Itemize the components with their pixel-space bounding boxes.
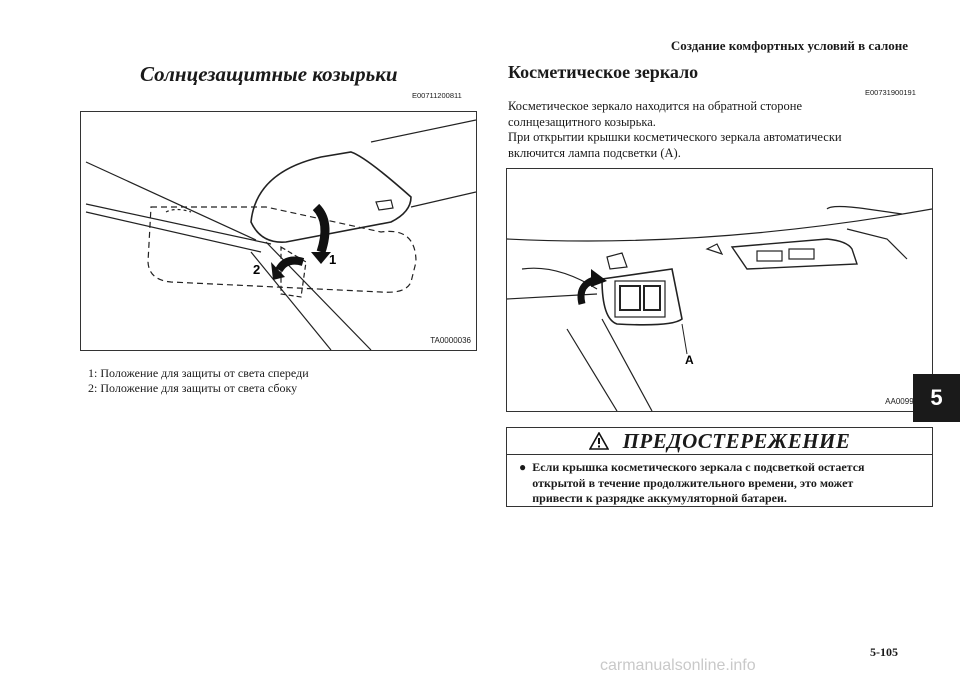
warning-line: Если крышка косметического зеркала с под…: [532, 460, 865, 474]
vanity-mirror-text: Косметическое зеркало находится на обрат…: [508, 99, 908, 161]
figure-label-2: 2: [253, 262, 260, 277]
figure-code: TA0000036: [430, 336, 471, 345]
warning-line: привести к разрядке аккумуляторной батар…: [532, 491, 787, 505]
figure-captions: 1: Положение для защиты от света спереди…: [88, 366, 309, 396]
page-number: 5-105: [870, 645, 898, 659]
text-line: солнцезащитного козырька.: [508, 114, 656, 129]
chapter-tab: 5: [913, 374, 960, 422]
warning-box: ПРЕДОСТЕРЕЖЕНИЕ ● Если крышка косметичес…: [506, 427, 933, 507]
page-header: Создание комфортных условий в салоне: [670, 38, 908, 53]
text-line: При открытии крышки косметического зерка…: [508, 130, 842, 144]
warning-triangle-icon: [588, 432, 609, 450]
bullet-icon: ●: [519, 460, 527, 474]
warning-header: ПРЕДОСТЕРЕЖЕНИЕ: [507, 428, 932, 455]
figure-code: AA0099473: [885, 397, 927, 406]
warning-body: ● Если крышка косметического зеркала с п…: [507, 455, 932, 507]
figure-label-a: A: [685, 353, 694, 367]
watermark: carmanualsonline.info: [600, 657, 756, 674]
section-title-sun-visors: Солнцезащитные козырьки: [140, 62, 398, 86]
sun-visor-illustration: 1 2: [85, 119, 477, 351]
section-code: E00731900191: [865, 88, 916, 97]
vanity-mirror-illustration: A: [506, 205, 933, 412]
warning-title: ПРЕДОСТЕРЕЖЕНИЕ: [622, 428, 851, 453]
figure-label-1: 1: [329, 252, 336, 267]
sun-visor-figure: 1 2 TA0000036: [80, 111, 477, 351]
vanity-mirror-figure: A AA0099473: [506, 168, 933, 412]
caption-2: 2: Положение для защиты от света сбоку: [88, 381, 298, 395]
caption-1: 1: Положение для защиты от света спереди: [88, 366, 309, 380]
section-code: E00711200811: [412, 91, 462, 100]
text-line: включится лампа подсветки (A).: [508, 145, 681, 160]
section-title-vanity-mirror: Косметическое зеркало: [508, 62, 699, 82]
warning-line: открытой в течение продолжительного врем…: [532, 475, 854, 490]
text-line: Косметическое зеркало находится на обрат…: [508, 99, 803, 113]
